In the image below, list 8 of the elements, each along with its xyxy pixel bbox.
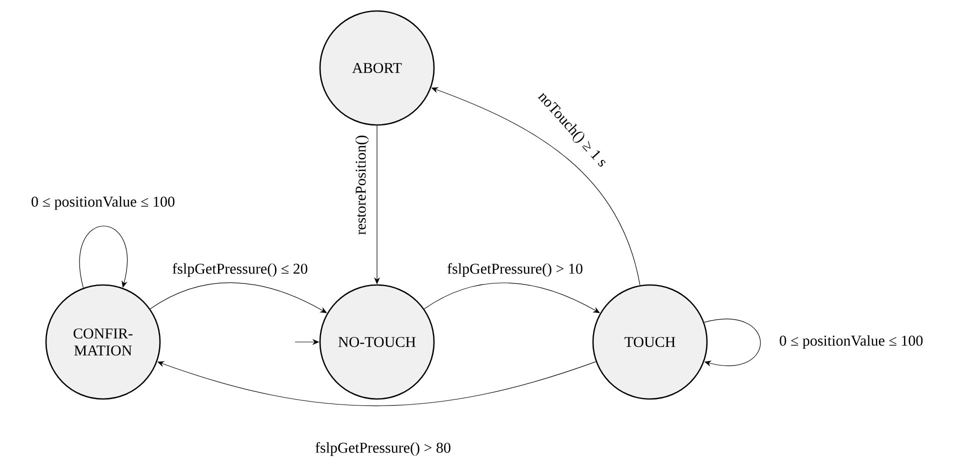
edge-label: fslpGetPressure() > 10 xyxy=(448,263,582,277)
edge-label: fslpGetPressure() ≤ 20 xyxy=(172,263,308,277)
arrow xyxy=(80,226,128,288)
edge-label: 0 ≤ positionValue ≤ 100 xyxy=(780,335,923,349)
arrow xyxy=(704,318,761,366)
edge-label: restorePosition() xyxy=(355,136,369,235)
edge-label: 0 ≤ positionValue ≤ 100 xyxy=(32,196,174,210)
edge-label: fslpGetPressure() > 80 xyxy=(316,442,450,456)
